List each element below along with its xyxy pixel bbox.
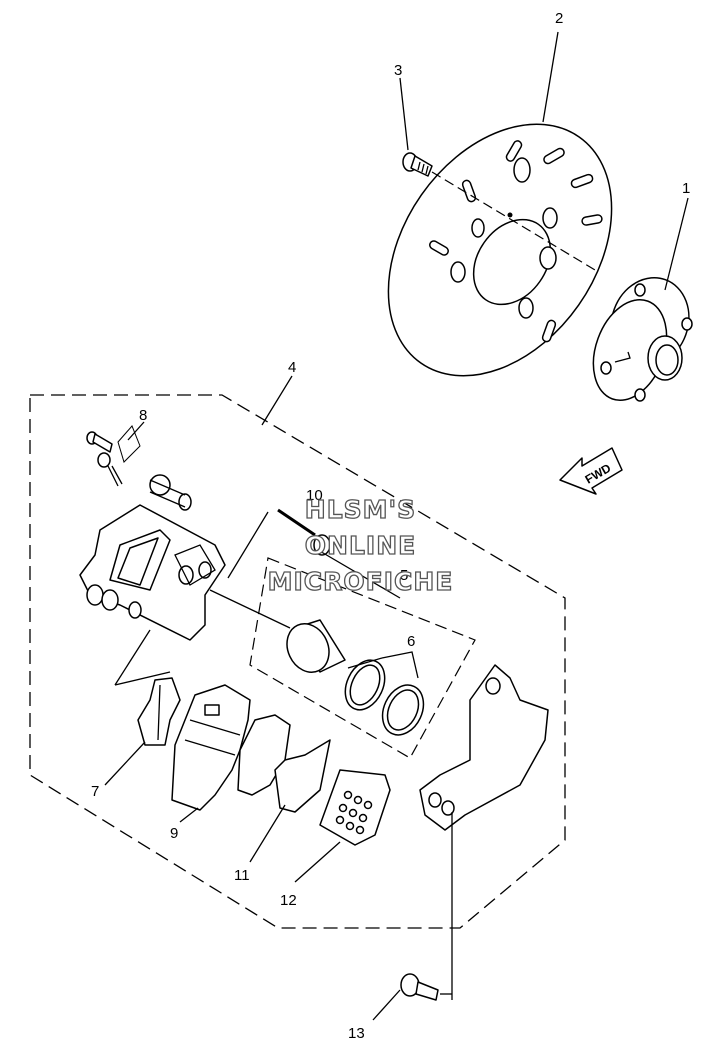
piston-group-outline [249, 557, 476, 759]
alignment-line [431, 171, 596, 271]
pad-spring [319, 769, 391, 846]
brake-pad-9 [171, 684, 251, 811]
pad-shim [237, 714, 331, 813]
caliper-pin [277, 508, 331, 556]
callout-3: 3 [394, 62, 402, 79]
callout-4: 4 [288, 359, 296, 376]
callout-10: 10 [306, 487, 323, 504]
bracket-bolt [400, 973, 439, 1001]
piston [286, 619, 346, 673]
callout-8: 8 [139, 407, 147, 424]
bleed-screw [86, 425, 141, 487]
pad-support [137, 677, 181, 746]
callout-12: 12 [280, 892, 297, 909]
callout-2: 2 [555, 10, 563, 27]
hub [592, 277, 693, 402]
callout-5: 5 [400, 567, 408, 584]
assembly-4-outline [29, 394, 566, 929]
callout-11: 11 [234, 867, 250, 884]
brake-disc [387, 123, 613, 377]
callout-9: 9 [170, 825, 178, 842]
disc-bolt [402, 152, 433, 177]
caliper-body [79, 474, 226, 641]
callout-7: 7 [91, 783, 99, 800]
callout-1: 1 [682, 180, 690, 197]
callout-6: 6 [407, 633, 415, 650]
caliper-bracket [419, 664, 549, 831]
callout-13: 13 [348, 1025, 365, 1042]
fwd-arrow: FWD [559, 447, 623, 495]
leader-lines [104, 31, 689, 1021]
piston-seals [344, 659, 425, 736]
